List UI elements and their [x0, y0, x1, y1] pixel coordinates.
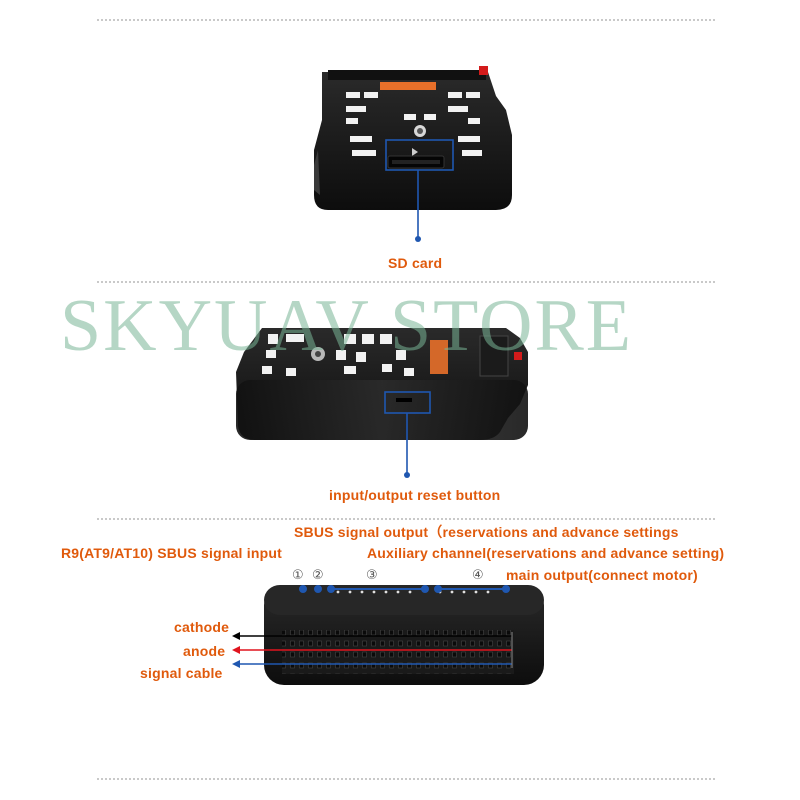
- sbus-input-label: R9(AT9/AT10) SBUS signal input: [61, 545, 282, 561]
- cathode-label: cathode: [174, 619, 230, 635]
- main-output-label: main output(connect motor): [506, 567, 698, 583]
- flight-controller-side-view: [236, 328, 528, 440]
- anode-label: anode: [183, 643, 226, 659]
- marker-3: ③: [366, 567, 378, 582]
- marker-1: ①: [292, 567, 304, 582]
- flight-controller-top-view: [314, 66, 512, 210]
- sd-card-label: SD card: [388, 255, 443, 271]
- reset-button-callout: [384, 391, 431, 478]
- marker-4: ④: [472, 567, 484, 582]
- divider-top: [97, 19, 715, 21]
- signal-wire: [232, 660, 512, 668]
- sd-card-callout: [385, 139, 454, 242]
- channel-group-lines: [299, 585, 510, 593]
- divider-middle: [97, 281, 715, 283]
- flight-controller-pin-rail: [264, 585, 544, 685]
- sbus-output-label: SBUS signal output（reservations and adva…: [294, 524, 679, 540]
- aux-channel-label: Auxiliary channel(reservations and advan…: [367, 545, 725, 561]
- divider-bottom: [97, 778, 715, 780]
- marker-2: ②: [312, 567, 324, 582]
- cathode-wire: [232, 632, 512, 640]
- divider-lower: [97, 518, 715, 520]
- signal-cable-label: signal cable: [140, 665, 223, 681]
- reset-button-label: input/output reset button: [329, 487, 501, 503]
- anode-wire: [232, 646, 512, 654]
